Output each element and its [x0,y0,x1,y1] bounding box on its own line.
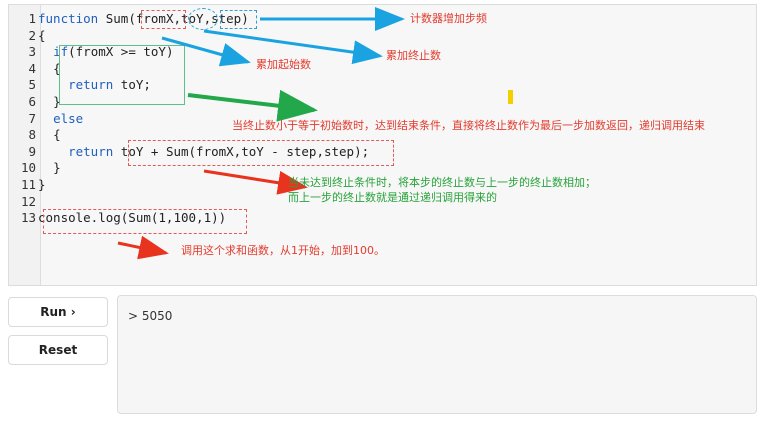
line-number: 13 [20,210,36,226]
line-number: 1 [28,11,36,26]
annotation-arrows [117,7,405,260]
arrow-to-base-case-note [187,89,318,122]
line-number: 8 [28,127,36,143]
code-text: console.log(Sum(1,100,1)) [38,210,227,226]
console-call-highlight-box [43,209,247,234]
note-recursive-line-1: 当未达到终止条件时，将本步的终止数与上一步的终止数相加； [288,176,596,189]
line-number: 11 [20,177,36,192]
code-line: } [38,160,61,177]
line-number: 3 [28,44,36,60]
console-output-line: > 5050 [128,309,173,323]
arrow-to-toy-note [203,29,383,65]
console-output-panel: > 5050 [117,295,757,414]
arrow-to-call-note [117,235,169,260]
code-line: return toY + Sum(fromX,toY - step,step); [38,144,369,161]
code-keyword: function [38,11,99,26]
line-number: 12 [20,193,36,209]
code-text: } [53,94,61,109]
code-keyword: else [53,110,84,126]
code-text: { [38,27,46,43]
text-cursor-marker [508,90,513,104]
note-fromx: 累加起始数 [256,58,311,71]
code-line: else [38,111,83,128]
line-number: 2 [28,27,36,43]
code-line: } [38,177,46,194]
code-keyword: return [68,77,114,93]
code-keyword: return [68,143,114,159]
toy-highlight-circle [188,8,218,30]
line-number: 4 [28,60,36,76]
line-number: 10 [20,160,36,176]
fromx-highlight-box [141,10,186,29]
base-case-highlight-box [59,45,185,105]
code-text: toY + Sum(fromX,toY - step,step); [113,143,370,159]
code-text: toY; [113,77,151,93]
arrow-to-fromx-note [161,36,251,67]
note-step: 计数器增加步频 [410,12,487,25]
code-line: console.log(Sum(1,100,1)) [38,210,226,227]
code-text: } [53,160,61,176]
note-toy: 累加终止数 [386,49,441,62]
code-text: } [38,177,46,192]
code-text: { [53,127,61,143]
reset-button[interactable]: Reset [8,335,108,365]
code-line: { [38,127,61,144]
recursive-call-highlight-box [128,140,394,166]
line-number: 6 [28,94,36,109]
note-base-case: 当终止数小于等于初始数时，达到结束条件，直接将终止数作为最后一步加数返回，递归调… [232,119,705,132]
code-line: { [38,61,61,78]
code-line: return toY; [38,77,151,94]
run-button[interactable]: Run › [8,297,108,327]
code-text: (fromX >= toY) [68,44,174,60]
note-call: 调用这个求和函数，从1开始，加到100。 [181,244,385,257]
line-number-gutter [9,5,41,285]
step-highlight-box [220,10,257,29]
line-number: 9 [28,143,36,159]
line-number: 7 [28,110,36,126]
note-recursive-line-2: 而上一步的终止数就是通过递归调用得来的 [288,191,497,204]
code-keyword: if [53,44,69,60]
line-number: 5 [28,77,36,93]
code-text: { [53,60,61,76]
arrow-to-recursive-note [203,169,308,195]
code-line: { [38,28,46,45]
code-line: if(fromX >= toY) [38,44,173,61]
code-line: } [38,94,61,111]
